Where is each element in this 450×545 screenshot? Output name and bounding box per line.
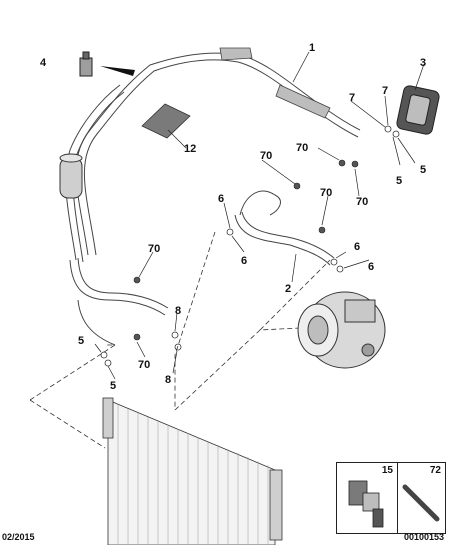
pressure-switch: [79, 51, 93, 77]
callout-2: 2: [285, 283, 291, 295]
callout-8b: 8: [165, 374, 171, 386]
parts-inset: 15 72: [336, 462, 446, 534]
callout-4: 4: [40, 57, 47, 69]
callout-5c: 5: [78, 335, 84, 347]
callout-1: 1: [309, 42, 315, 54]
leader-lines: [94, 51, 425, 380]
callout-6b: 6: [241, 255, 247, 267]
callout-70b: 70: [296, 142, 308, 154]
callout-5a: 5: [396, 175, 402, 187]
inset-cell-right: 72: [397, 463, 445, 533]
inset-cell-left: 15: [337, 463, 398, 533]
o-rings: [100, 125, 400, 367]
callout-70c: 70: [320, 187, 332, 199]
callout-8a: 8: [175, 305, 181, 317]
compressor: [297, 291, 386, 369]
inset-number-right: 72: [429, 465, 441, 476]
dashed-routing-lines: [29, 231, 331, 449]
hose-2: [234, 190, 335, 266]
tube-strip-icon: [402, 484, 440, 522]
expansion-valve: [396, 85, 440, 135]
inset-number-left: 15: [381, 465, 393, 476]
label-pad: [141, 103, 191, 139]
callout-7b: 7: [382, 85, 388, 97]
arrow-marker: [100, 66, 135, 76]
callout-70a: 70: [260, 150, 272, 162]
hose-1: [65, 52, 361, 263]
callout-6a: 6: [218, 193, 224, 205]
callout-70e: 70: [148, 243, 160, 255]
callout-5b: 5: [420, 164, 426, 176]
receiver-drier: [59, 153, 83, 199]
callout-12: 12: [184, 143, 196, 155]
callout-70d: 70: [356, 196, 368, 208]
pipe-shading: [219, 47, 331, 119]
callout-5d: 5: [110, 380, 116, 392]
callout-7a: 7: [349, 92, 355, 104]
callout-6d: 6: [368, 261, 374, 273]
footer-reference: 00100153: [403, 532, 444, 542]
fasteners: [133, 159, 359, 341]
callout-6c: 6: [354, 241, 360, 253]
callout-70f: 70: [138, 359, 150, 371]
condenser: [102, 397, 283, 545]
suction-hose-lower: [69, 257, 169, 346]
connector-block-icon: [348, 480, 384, 528]
footer-date: 02/2015: [2, 532, 35, 542]
callout-3: 3: [420, 57, 426, 69]
